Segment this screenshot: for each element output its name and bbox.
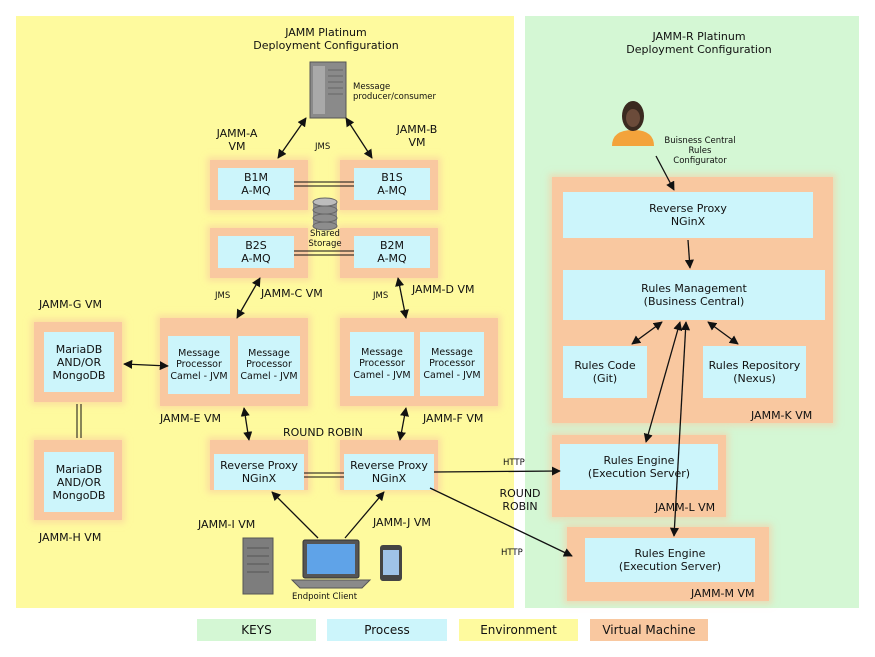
- process-message-processor-e2: Message Processor Camel - JVM: [238, 336, 300, 394]
- phone-icon: [380, 545, 402, 581]
- client-server-icon: [242, 537, 274, 595]
- vm-label-jamm-e: JAMM-E VM: [160, 412, 221, 425]
- process-reverse-proxy-j: Reverse Proxy NGinX: [344, 454, 434, 490]
- process-rules-code: Rules Code (Git): [563, 346, 647, 398]
- key-virtual-machine: Virtual Machine: [590, 619, 708, 641]
- round-robin-label-right: ROUND ROBIN: [499, 487, 541, 513]
- jms-label-right: JMS: [373, 291, 389, 301]
- bc-configurator-label: Buisness Central Rules Configurator: [664, 136, 736, 166]
- key-environment: Environment: [459, 619, 578, 641]
- vm-label-jamm-j: JAMM-J VM: [373, 516, 431, 529]
- process-database-g: MariaDB AND/OR MongoDB: [44, 332, 114, 392]
- http-label-bottom: HTTP: [501, 548, 523, 558]
- endpoint-client-label: Endpoint Client: [292, 592, 358, 602]
- jms-label-left: JMS: [215, 291, 231, 301]
- vm-label-jamm-h: JAMM-H VM: [39, 531, 102, 544]
- vm-label-jamm-g: JAMM-G VM: [39, 298, 102, 311]
- jms-label-top: JMS: [315, 142, 331, 152]
- process-message-processor-f1: Message Processor Camel - JVM: [350, 332, 414, 396]
- right-environment-title: JAMM-R Platinum Deployment Configuration: [626, 30, 772, 56]
- process-database-h: MariaDB AND/OR MongoDB: [44, 452, 114, 512]
- vm-label-jamm-b: JAMM-B VM: [396, 123, 438, 149]
- process-rules-engine-m: Rules Engine (Execution Server): [585, 538, 755, 582]
- person-icon: [612, 101, 654, 146]
- vm-label-jamm-c: JAMM-C VM: [261, 287, 323, 300]
- laptop-icon: [290, 539, 372, 589]
- process-message-processor-e1: Message Processor Camel - JVM: [168, 336, 230, 394]
- vm-label-jamm-d: JAMM-D VM: [412, 283, 475, 296]
- process-b1m: B1M A-MQ: [218, 168, 294, 200]
- left-environment-title: JAMM Platinum Deployment Configuration: [253, 26, 399, 52]
- vm-label-jamm-a: JAMM-A VM: [216, 127, 258, 153]
- process-b2s: B2S A-MQ: [218, 236, 294, 268]
- process-reverse-proxy-k: Reverse Proxy NGinX: [563, 192, 813, 238]
- round-robin-label: ROUND ROBIN: [283, 426, 363, 439]
- server-icon: [309, 61, 347, 119]
- process-rules-repository: Rules Repository (Nexus): [703, 346, 806, 398]
- vm-label-jamm-i: JAMM-I VM: [198, 518, 256, 531]
- process-b2m: B2M A-MQ: [354, 236, 430, 268]
- http-label-top: HTTP: [503, 458, 525, 468]
- process-b1s: B1S A-MQ: [354, 168, 430, 200]
- message-producer-label: Message producer/consumer: [353, 82, 437, 102]
- process-rules-management: Rules Management (Business Central): [563, 270, 825, 320]
- shared-storage-label: Shared Storage: [308, 229, 342, 249]
- key-process: Process: [327, 619, 447, 641]
- database-icon: [312, 197, 338, 231]
- key-keys: KEYS: [197, 619, 316, 641]
- process-message-processor-f2: Message Processor Camel - JVM: [420, 332, 484, 396]
- vm-label-jamm-k: JAMM-K VM: [751, 409, 813, 422]
- vm-label-jamm-m: JAMM-M VM: [691, 587, 755, 600]
- process-reverse-proxy-i: Reverse Proxy NGinX: [214, 454, 304, 490]
- vm-label-jamm-f: JAMM-F VM: [423, 412, 484, 425]
